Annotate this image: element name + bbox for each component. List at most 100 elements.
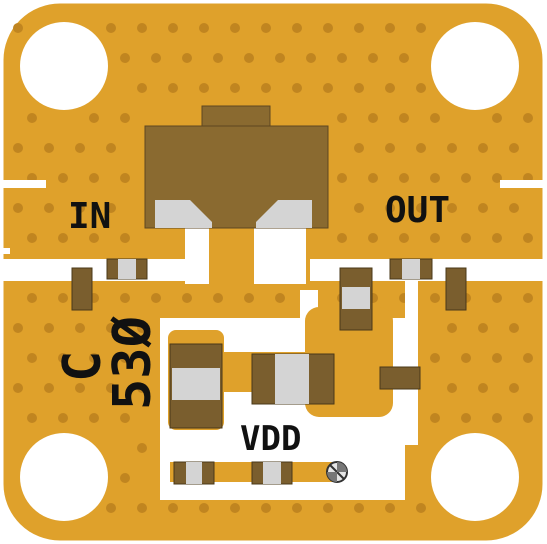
via	[354, 503, 364, 513]
via	[27, 113, 37, 123]
bias-resistor-pad	[275, 354, 309, 404]
vdd-capacitor-pad	[186, 462, 202, 484]
via	[120, 233, 130, 243]
output-shunt	[445, 267, 467, 311]
ic-package	[144, 105, 329, 229]
decoupling-capacitor-pad	[172, 368, 220, 400]
via	[337, 173, 347, 183]
via	[120, 53, 130, 63]
via	[509, 203, 519, 213]
ic-feed-right	[254, 222, 306, 284]
via	[75, 143, 85, 153]
bias-small-capacitor	[379, 366, 421, 390]
via	[58, 413, 68, 423]
mounting-hole-icon	[20, 433, 108, 521]
via	[430, 233, 440, 243]
via	[416, 83, 426, 93]
mounting-hole-icon	[431, 22, 519, 110]
via	[120, 473, 130, 483]
via	[168, 83, 178, 93]
via	[44, 203, 54, 213]
via	[275, 293, 285, 303]
via	[106, 23, 116, 33]
via	[368, 233, 378, 243]
via	[137, 503, 147, 513]
via	[13, 23, 23, 33]
via	[244, 53, 254, 63]
via	[478, 323, 488, 333]
via	[275, 53, 285, 63]
via	[354, 143, 364, 153]
via	[89, 113, 99, 123]
via	[89, 173, 99, 183]
via-array	[13, 23, 533, 513]
via	[430, 113, 440, 123]
via	[478, 143, 488, 153]
via	[323, 503, 333, 513]
via	[385, 143, 395, 153]
via	[461, 173, 471, 183]
part-number-line1: C	[53, 351, 113, 382]
via	[182, 53, 192, 63]
smd-components	[71, 258, 467, 485]
test-point-icon[interactable]	[326, 461, 348, 483]
via	[89, 413, 99, 423]
via	[168, 503, 178, 513]
input-shunt	[71, 267, 93, 311]
via	[523, 353, 533, 363]
via	[447, 203, 457, 213]
via	[523, 233, 533, 243]
via	[461, 413, 471, 423]
input-trace	[0, 259, 196, 281]
via	[137, 443, 147, 453]
via	[492, 293, 502, 303]
via	[213, 293, 223, 303]
via	[13, 383, 23, 393]
via	[27, 233, 37, 243]
via	[261, 23, 271, 33]
via	[58, 173, 68, 183]
via	[292, 23, 302, 33]
via	[261, 503, 271, 513]
via	[368, 173, 378, 183]
ic-lead-right	[256, 200, 312, 228]
via	[399, 113, 409, 123]
via	[151, 293, 161, 303]
via	[492, 233, 502, 243]
via	[244, 293, 254, 303]
via	[27, 293, 37, 303]
via	[354, 203, 364, 213]
via	[106, 203, 116, 213]
input-label: IN	[68, 196, 111, 237]
via	[137, 83, 147, 93]
via	[509, 323, 519, 333]
part-number: C 53Ø	[53, 316, 163, 410]
via	[492, 353, 502, 363]
via	[523, 293, 533, 303]
via	[399, 173, 409, 183]
via	[58, 353, 68, 363]
output-capacitor-pad	[402, 259, 420, 279]
via	[151, 53, 161, 63]
via	[58, 233, 68, 243]
via	[509, 383, 519, 393]
via	[230, 503, 240, 513]
via	[44, 323, 54, 333]
via	[120, 413, 130, 423]
via	[492, 413, 502, 423]
via	[137, 323, 147, 333]
via	[230, 83, 240, 93]
via	[120, 173, 130, 183]
via	[199, 83, 209, 93]
via	[385, 203, 395, 213]
via	[120, 113, 130, 123]
via	[106, 383, 116, 393]
via	[292, 83, 302, 93]
via	[137, 383, 147, 393]
via	[416, 503, 426, 513]
via	[89, 233, 99, 243]
via	[120, 353, 130, 363]
via	[337, 113, 347, 123]
via	[261, 83, 271, 93]
